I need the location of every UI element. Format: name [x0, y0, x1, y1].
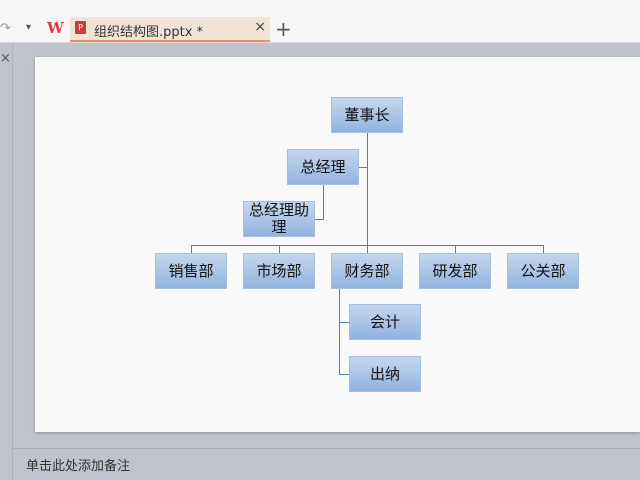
org-node-sales[interactable]: 销售部 [155, 253, 227, 289]
pptx-file-icon: P [75, 21, 86, 34]
org-node-general-manager[interactable]: 总经理 [287, 149, 359, 185]
title-bar [0, 0, 640, 17]
org-node-accounting[interactable]: 会计 [349, 304, 421, 340]
org-node-chairman[interactable]: 董事长 [331, 97, 403, 133]
tab-document[interactable]: P 组织结构图.pptx * × [70, 17, 270, 42]
org-node-pr[interactable]: 公关部 [507, 253, 579, 289]
close-tab-icon[interactable]: × [254, 19, 266, 35]
connector-finance [339, 289, 349, 375]
tab-bar: ↷ ▾ W P 组织结构图.pptx * × + [0, 17, 640, 43]
dropdown-icon[interactable]: ▾ [26, 22, 32, 33]
redo-icon[interactable]: ↷ [0, 21, 11, 36]
wps-logo[interactable]: W [47, 19, 64, 37]
org-node-marketing[interactable]: 市场部 [243, 253, 315, 289]
new-tab-button[interactable]: + [275, 17, 292, 41]
left-panel: × [0, 43, 13, 480]
org-node-rnd[interactable]: 研发部 [419, 253, 491, 289]
connector-assistant [315, 185, 324, 220]
org-node-cashier[interactable]: 出纳 [349, 356, 421, 392]
org-node-finance[interactable]: 财务部 [331, 253, 403, 289]
close-panel-icon[interactable]: × [0, 51, 11, 66]
notes-divider [13, 448, 640, 449]
org-node-assistant[interactable]: 总经理助理 [243, 201, 315, 237]
notes-input[interactable]: 单击此处添加备注 [26, 459, 131, 474]
tab-title: 组织结构图.pptx * [94, 25, 204, 40]
